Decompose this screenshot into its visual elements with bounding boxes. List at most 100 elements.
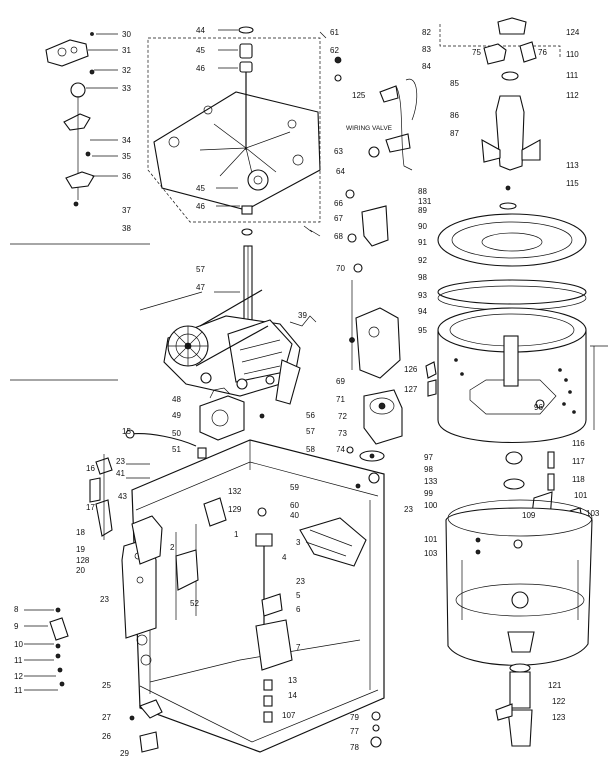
callout-41: 41	[116, 469, 125, 478]
left-small-parts-group	[24, 454, 150, 691]
callout-57: 57	[196, 265, 205, 274]
callout-32: 32	[122, 66, 131, 75]
callout-33: 33	[122, 84, 131, 93]
callout-23-mid: 23	[296, 577, 305, 586]
callout-50: 50	[172, 429, 181, 438]
callout-113: 113	[566, 161, 579, 170]
callout-23-left: 23	[116, 457, 125, 466]
callout-52: 52	[190, 599, 199, 608]
callout-12: 12	[14, 672, 23, 681]
callout-30: 30	[122, 30, 131, 39]
callout-59: 59	[290, 483, 299, 492]
callout-6: 6	[296, 605, 301, 614]
callout-109: 109	[522, 511, 536, 520]
callout-128: 128	[76, 556, 90, 565]
callout-100: 100	[424, 501, 438, 510]
wiring-valve-label: WIRING VALVE	[346, 125, 393, 132]
callout-4: 4	[282, 553, 287, 562]
callout-35: 35	[122, 152, 131, 161]
callout-129: 129	[228, 505, 242, 514]
callout-13: 13	[288, 676, 297, 685]
callout-72: 72	[338, 412, 347, 421]
callout-43: 43	[118, 492, 127, 501]
callout-123: 123	[552, 713, 566, 722]
callout-16: 16	[86, 464, 95, 473]
callout-101-right: 101	[574, 491, 588, 500]
callout-127: 127	[404, 385, 418, 394]
callout-115: 115	[566, 179, 579, 188]
callout-63: 63	[334, 147, 343, 156]
callout-37: 37	[122, 206, 131, 215]
callout-87: 87	[450, 129, 459, 138]
callout-labels: 30 31 32 33 34 35 36 37 38 44 45 46 45 4…	[14, 26, 600, 758]
callout-11-b: 11	[14, 686, 23, 695]
callout-83: 83	[422, 45, 431, 54]
callout-26: 26	[102, 732, 111, 741]
callout-56: 56	[306, 411, 315, 420]
callout-85: 85	[450, 79, 459, 88]
callout-69: 69	[336, 377, 345, 386]
callout-92: 92	[418, 256, 427, 265]
callout-10: 10	[14, 640, 23, 649]
callout-61: 61	[330, 28, 339, 37]
callout-103-left: 103	[424, 549, 438, 558]
callout-40: 40	[290, 511, 299, 520]
callout-57-mid: 57	[306, 427, 315, 436]
callout-31: 31	[122, 46, 131, 55]
callout-116: 116	[572, 439, 585, 448]
callout-23-far: 23	[100, 595, 109, 604]
callout-125: 125	[352, 91, 366, 100]
callout-90: 90	[418, 222, 427, 231]
callout-60: 60	[290, 501, 299, 510]
callout-68: 68	[334, 232, 343, 241]
callout-39: 39	[298, 311, 307, 320]
callout-111: 111	[566, 71, 579, 80]
callout-110: 110	[566, 50, 579, 59]
callout-36: 36	[122, 172, 131, 181]
callout-70: 70	[336, 264, 345, 273]
callout-99: 99	[424, 489, 433, 498]
callout-51: 51	[172, 445, 181, 454]
callout-25: 25	[102, 681, 111, 690]
callout-29: 29	[120, 749, 129, 758]
callout-103-right: 103	[586, 509, 600, 518]
callout-5: 5	[296, 591, 301, 600]
callout-64: 64	[336, 167, 345, 176]
callout-112: 112	[566, 91, 579, 100]
callout-89: 89	[418, 206, 427, 215]
callout-34: 34	[122, 136, 131, 145]
callout-132: 132	[228, 487, 242, 496]
callout-95: 95	[418, 326, 427, 335]
callout-124: 124	[566, 28, 580, 37]
callout-75: 75	[472, 48, 481, 57]
callout-96: 96	[534, 403, 543, 412]
callout-1: 1	[234, 530, 239, 539]
callout-20: 20	[76, 566, 85, 575]
callout-84: 84	[422, 62, 431, 71]
callout-46: 46	[196, 64, 205, 73]
callout-62: 62	[330, 46, 339, 55]
callout-19: 19	[76, 545, 85, 554]
callout-88: 88	[418, 187, 427, 196]
callout-77: 77	[350, 727, 359, 736]
mounting-plate-group	[147, 26, 342, 236]
callout-107: 107	[282, 711, 296, 720]
callout-38: 38	[122, 224, 131, 233]
callout-8: 8	[14, 605, 19, 614]
callout-101-left: 101	[424, 535, 438, 544]
callout-23-right: 23	[404, 505, 413, 514]
top-left-parts-group	[45, 32, 118, 207]
callout-3: 3	[296, 538, 301, 547]
callout-11: 11	[14, 656, 23, 665]
tub-group	[425, 17, 608, 747]
callout-67: 67	[334, 214, 343, 223]
callout-78: 78	[350, 743, 359, 752]
center-parts-group	[259, 78, 418, 489]
callout-74: 74	[336, 445, 345, 454]
transmission-group	[163, 245, 301, 397]
callout-44: 44	[196, 26, 205, 35]
callout-79: 79	[350, 713, 359, 722]
callout-131: 131	[418, 197, 432, 206]
callout-126: 126	[404, 365, 418, 374]
